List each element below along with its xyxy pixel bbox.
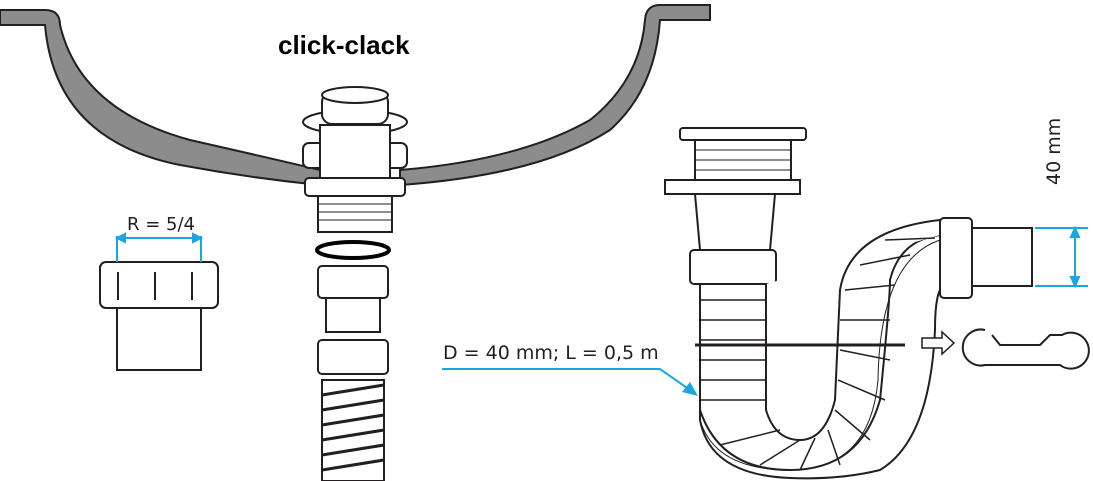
clip-detail: [961, 328, 1090, 370]
click-clack-valve: [302, 86, 408, 233]
hose-label: D = 40 mm; L = 0,5 m: [443, 342, 659, 364]
thread-label: R = 5/4: [127, 214, 196, 235]
title-click-clack: click-clack: [278, 30, 410, 60]
sink-bowl-right: [399, 4, 711, 187]
nut-and-hose-parts: [317, 265, 389, 481]
height-label: 40 mm: [1043, 117, 1065, 185]
arrow-icon: [921, 330, 956, 356]
o-ring: [315, 240, 391, 260]
sink-bowl: [0, 9, 321, 187]
leader-arrowhead: [682, 382, 698, 396]
thread-dimension: [114, 232, 204, 262]
hose-leader-line: [442, 368, 691, 391]
siphon-assembly: [664, 127, 1033, 480]
thread-adapter: [99, 261, 219, 371]
height-dimension: [1035, 225, 1088, 289]
